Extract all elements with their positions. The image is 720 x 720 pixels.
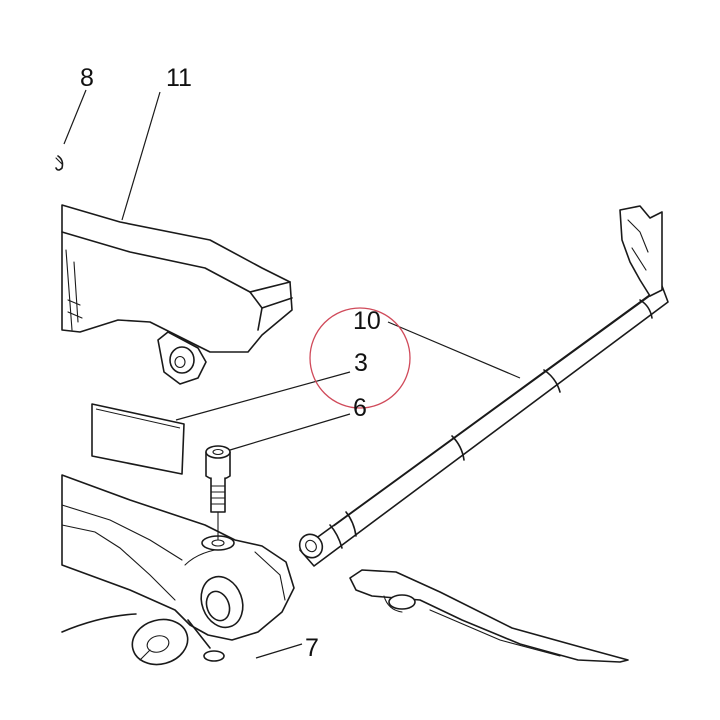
callout-10[interactable]: 10 <box>353 307 381 335</box>
leader-6 <box>229 413 351 451</box>
washer <box>131 618 189 666</box>
lever <box>349 569 629 663</box>
part-11-arm-housing <box>61 204 293 385</box>
part-3-plate <box>91 403 185 475</box>
leader-7 <box>255 643 303 659</box>
callout-11[interactable]: 11 <box>166 64 192 92</box>
part-8-fastener <box>55 155 64 171</box>
callout-8[interactable]: 8 <box>80 64 94 92</box>
highlight-circle <box>309 307 411 409</box>
callout-7[interactable]: 7 <box>305 634 319 662</box>
callout-3[interactable]: 3 <box>354 349 368 377</box>
callout-labels: 8 11 10 3 6 7 <box>80 64 381 662</box>
leader-10 <box>387 321 521 379</box>
support-bracket <box>619 205 663 297</box>
leader-3 <box>175 371 351 421</box>
leader-8 <box>63 89 87 145</box>
part-6-screw <box>205 445 231 541</box>
callout-6[interactable]: 6 <box>353 394 367 422</box>
lower-arm-assembly <box>61 474 295 649</box>
leader-lines <box>63 89 521 659</box>
small-nut <box>203 650 225 662</box>
part-10-shaft <box>298 285 669 567</box>
leader-11 <box>121 91 161 221</box>
